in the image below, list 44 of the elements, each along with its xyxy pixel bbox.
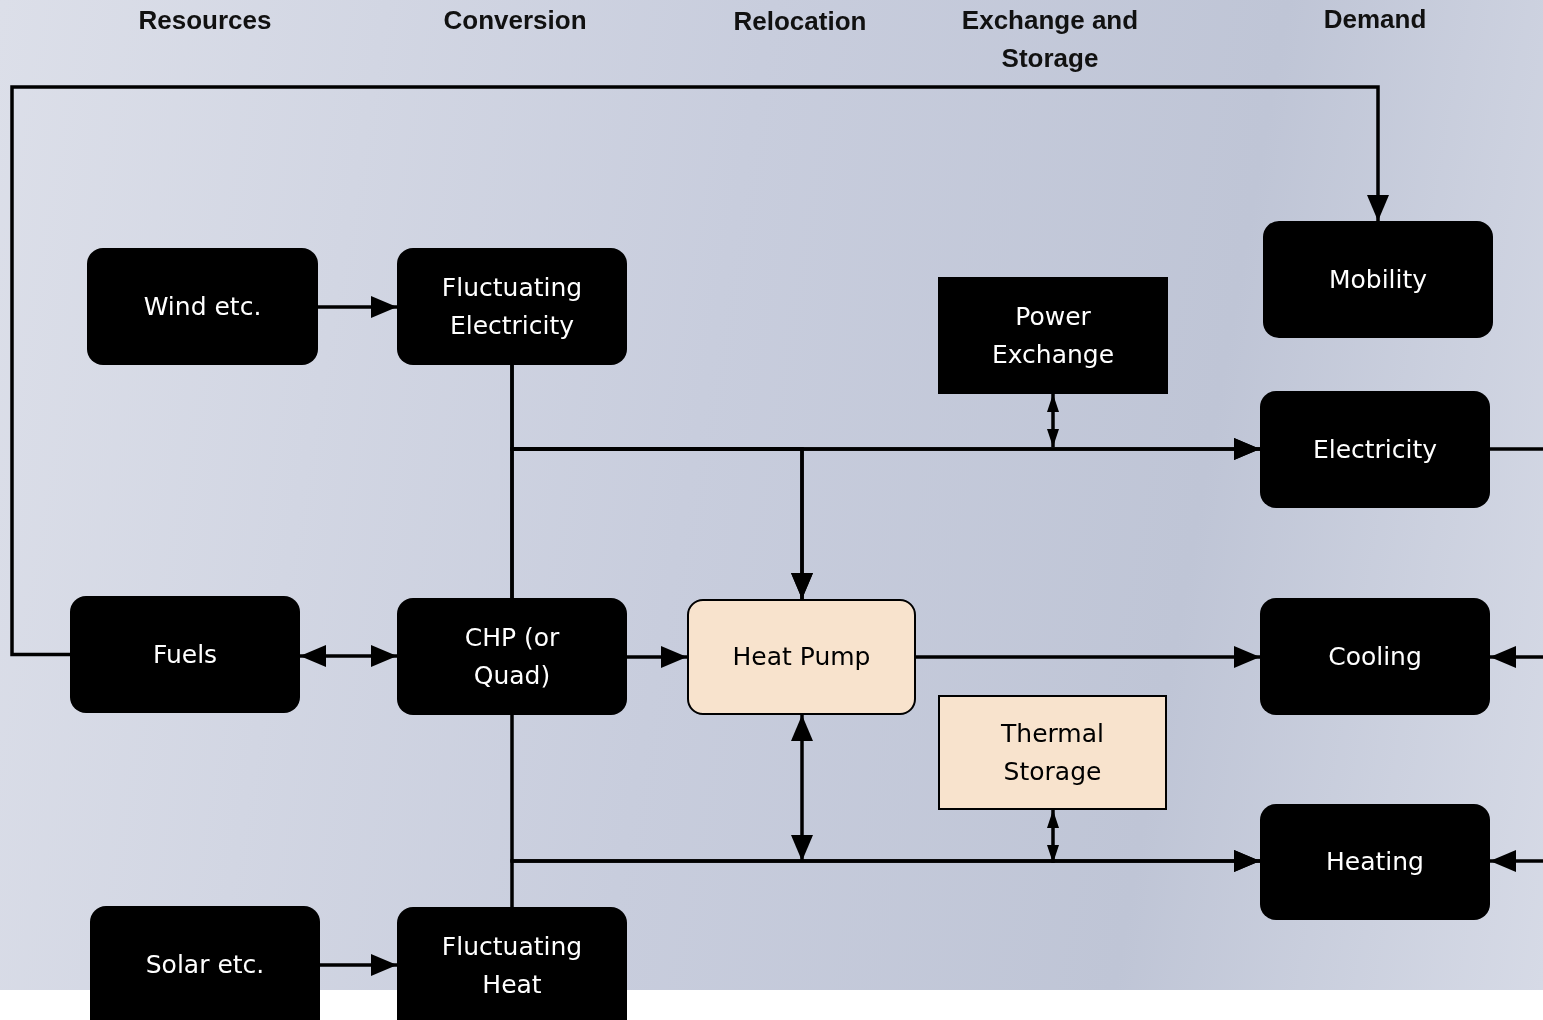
column-heading: Demand [1322, 3, 1428, 36]
rounded-box [397, 248, 627, 365]
rounded-box [1260, 598, 1490, 715]
node-label: Fluctuating Electricity [440, 272, 584, 342]
node-label: Cooling [1327, 640, 1423, 673]
node-label: Heat Pump [731, 641, 872, 674]
arrow [510, 447, 813, 599]
arrow [320, 954, 397, 976]
rounded-box [397, 598, 627, 715]
node-label: Electricity [1311, 433, 1439, 466]
column-heading: Resources [137, 4, 273, 37]
rounded-box [687, 599, 916, 715]
rounded-box [90, 906, 320, 1020]
box [938, 277, 1168, 394]
rounded-box [1260, 804, 1490, 920]
node-label: Fuels [151, 638, 219, 671]
column-heading: Conversion [442, 4, 588, 37]
arrow [627, 646, 687, 668]
arrow [10, 85, 1389, 657]
rounded-box [1263, 221, 1493, 338]
rounded-box [70, 596, 300, 713]
node-label: Wind etc. [142, 290, 263, 323]
column-heading: Exchange and Storage [960, 4, 1140, 75]
node-label: Solar etc. [144, 948, 266, 981]
rounded-box [87, 248, 318, 365]
arrow [1047, 394, 1059, 447]
node-label: Fluctuating Heat [440, 931, 584, 1001]
arrow [510, 850, 1260, 907]
arrow [318, 296, 397, 318]
column-heading: Relocation [732, 5, 868, 38]
node-label: CHP (or Quad) [463, 622, 561, 692]
arrow [1047, 810, 1059, 863]
node-label: Thermal Storage [1000, 718, 1105, 788]
box [938, 695, 1167, 810]
rounded-box [1260, 391, 1490, 508]
rounded-box [397, 907, 627, 1020]
arrow [300, 645, 397, 667]
node-label: Mobility [1327, 263, 1429, 296]
arrow [1490, 850, 1543, 872]
node-label: Power Exchange [990, 301, 1116, 371]
arrow [916, 646, 1260, 668]
arrow [791, 715, 813, 861]
node-label: Heating [1325, 846, 1425, 879]
arrow [1490, 646, 1543, 668]
